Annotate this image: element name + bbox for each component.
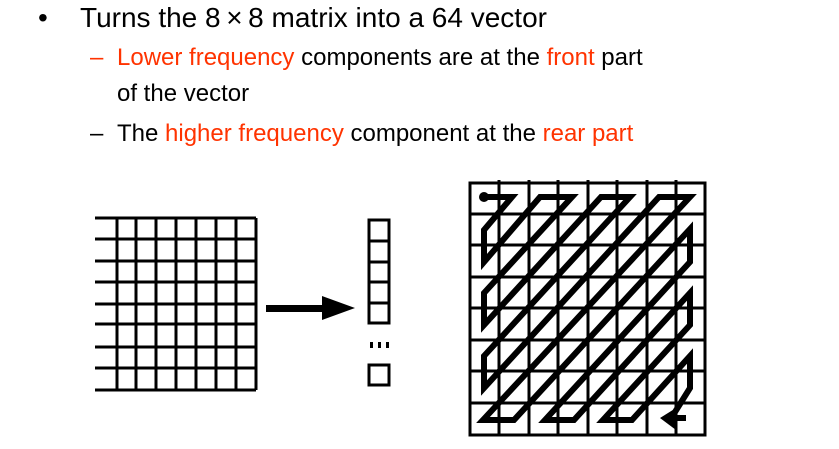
plain-text: components are at the — [294, 44, 547, 71]
bullet-text-before: Turns the 8 — [80, 2, 221, 33]
scan-start-dot — [479, 192, 489, 202]
sub-bullet-1-continuation: of the vector — [117, 80, 250, 107]
scan-end-arrow-icon — [660, 408, 686, 430]
vector-column — [367, 218, 391, 387]
plain-text: part — [594, 44, 643, 71]
arrow-right-icon — [266, 296, 355, 320]
plain-text: The — [117, 120, 166, 147]
sub-bullet-1: –Lower frequency components are at the f… — [90, 44, 643, 72]
zigzag-scan-path — [476, 194, 697, 423]
times-symbol: × — [226, 2, 243, 33]
plain-text: component at the — [343, 120, 543, 147]
matrix-8x8 — [95, 216, 258, 392]
highlight-text: rear part — [542, 120, 634, 147]
highlight-text: front — [546, 44, 595, 71]
dash-marker: – — [90, 120, 104, 147]
main-bullet: • Turns the 8 × 8 matrix into a 64 vector — [38, 2, 547, 34]
bullet-marker: • — [38, 2, 48, 33]
vector-ellipsis-icon — [370, 342, 389, 348]
bullet-text-after: 8 matrix into a 64 vector — [248, 2, 547, 33]
sub-bullet-2: –The higher frequency component at the r… — [90, 120, 633, 148]
highlight-text: Lower frequency — [117, 44, 295, 71]
highlight-text: higher frequency — [165, 120, 344, 147]
dash-marker: – — [90, 44, 104, 71]
